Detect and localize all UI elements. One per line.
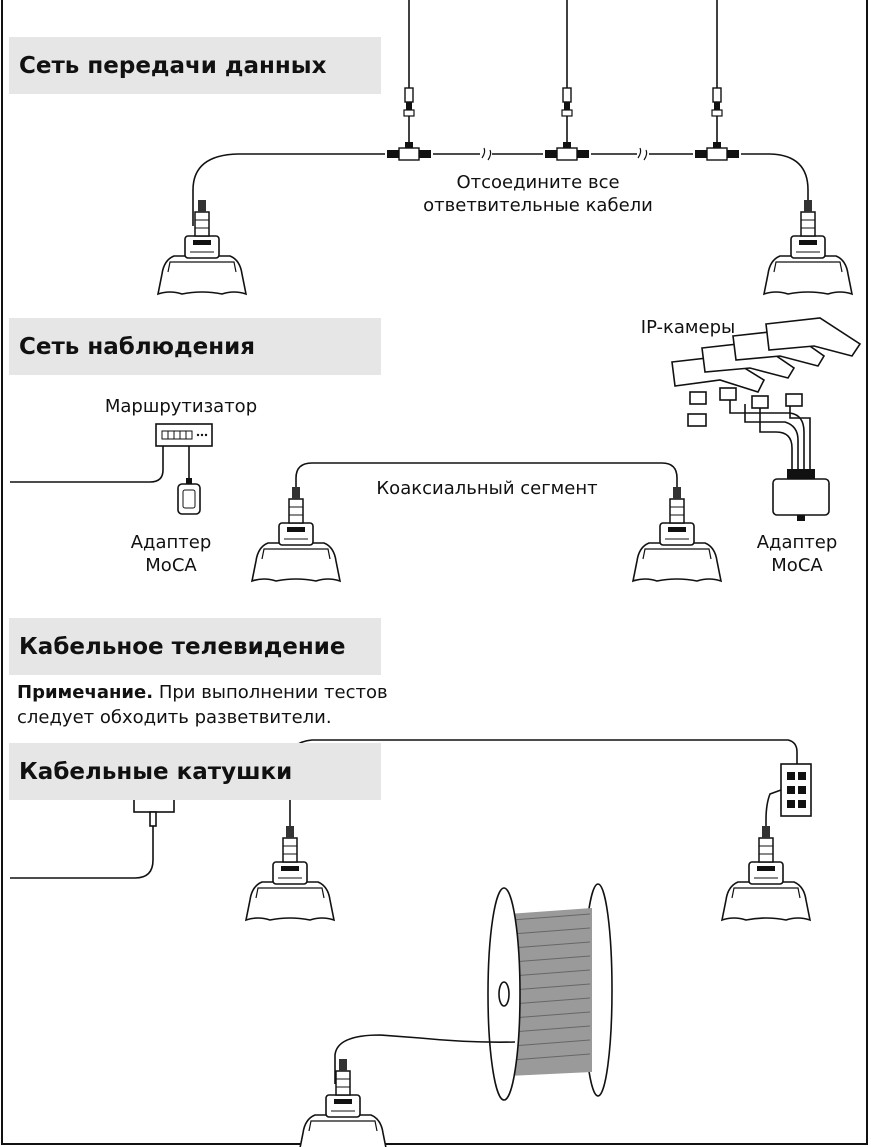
section-title-text: Сеть передачи данных [19, 52, 327, 79]
tester-device-icon [632, 486, 722, 582]
moca-adapter-left-icon [177, 478, 201, 515]
note-text-line2: следует обходить разветвители. [17, 707, 332, 728]
section-cable-tv-title: Кабельное телевидение [9, 618, 381, 675]
moca-adapter-right-icon [772, 469, 830, 521]
surveillance-cables [10, 396, 811, 503]
section-title-text: Кабельные катушки [19, 758, 293, 785]
disconnect-note-line2: ответвительные кабели [423, 195, 653, 216]
note-bold-prefix: Примечание. [17, 682, 154, 703]
note-text: При выполнении тестов [153, 682, 388, 703]
wall-plate-icon [780, 763, 812, 817]
data-network-cables [192, 0, 809, 226]
section-cable-reels-title: Кабельные катушки [9, 743, 381, 800]
cable-reel-icon [487, 883, 613, 1101]
moca-adapter-right-label-line1: Адаптер [756, 532, 838, 553]
t-connector-icon [694, 141, 740, 161]
section-title-text: Сеть наблюдения [19, 333, 255, 360]
router-label: Маршрутизатор [104, 396, 258, 417]
tester-device-icon [157, 199, 247, 295]
rj45-plug-icon [711, 87, 723, 117]
t-connector-icon [544, 141, 590, 161]
reel-cable [334, 1034, 516, 1084]
section-surveillance-title: Сеть наблюдения [9, 318, 381, 375]
t-connector-icon [386, 141, 432, 161]
coax-segment-label: Коаксиальный сегмент [376, 478, 598, 499]
router-icon [155, 423, 213, 447]
disconnect-note-line1: Отсоедините все [456, 172, 620, 193]
ip-camera-icon [671, 317, 862, 427]
rj45-plug-icon [403, 87, 415, 117]
tester-device-icon [298, 1058, 388, 1147]
splitter-bypass-note: Примечание. При выполнении тестов следуе… [17, 680, 388, 730]
moca-adapter-left-label-line2: MoCA [145, 555, 197, 576]
section-title-text: Кабельное телевидение [19, 633, 346, 660]
moca-adapter-right-label-line2: MoCA [771, 555, 823, 576]
tester-device-icon [251, 486, 341, 582]
ip-cameras-label: IP-камеры [640, 317, 736, 338]
rj45-plug-icon [561, 87, 573, 117]
tester-device-icon [763, 199, 853, 295]
section-data-network-title: Сеть передачи данных [9, 37, 381, 94]
tester-device-icon [721, 825, 811, 921]
tester-device-icon [245, 825, 335, 921]
moca-adapter-left-label-line1: Адаптер [130, 532, 212, 553]
